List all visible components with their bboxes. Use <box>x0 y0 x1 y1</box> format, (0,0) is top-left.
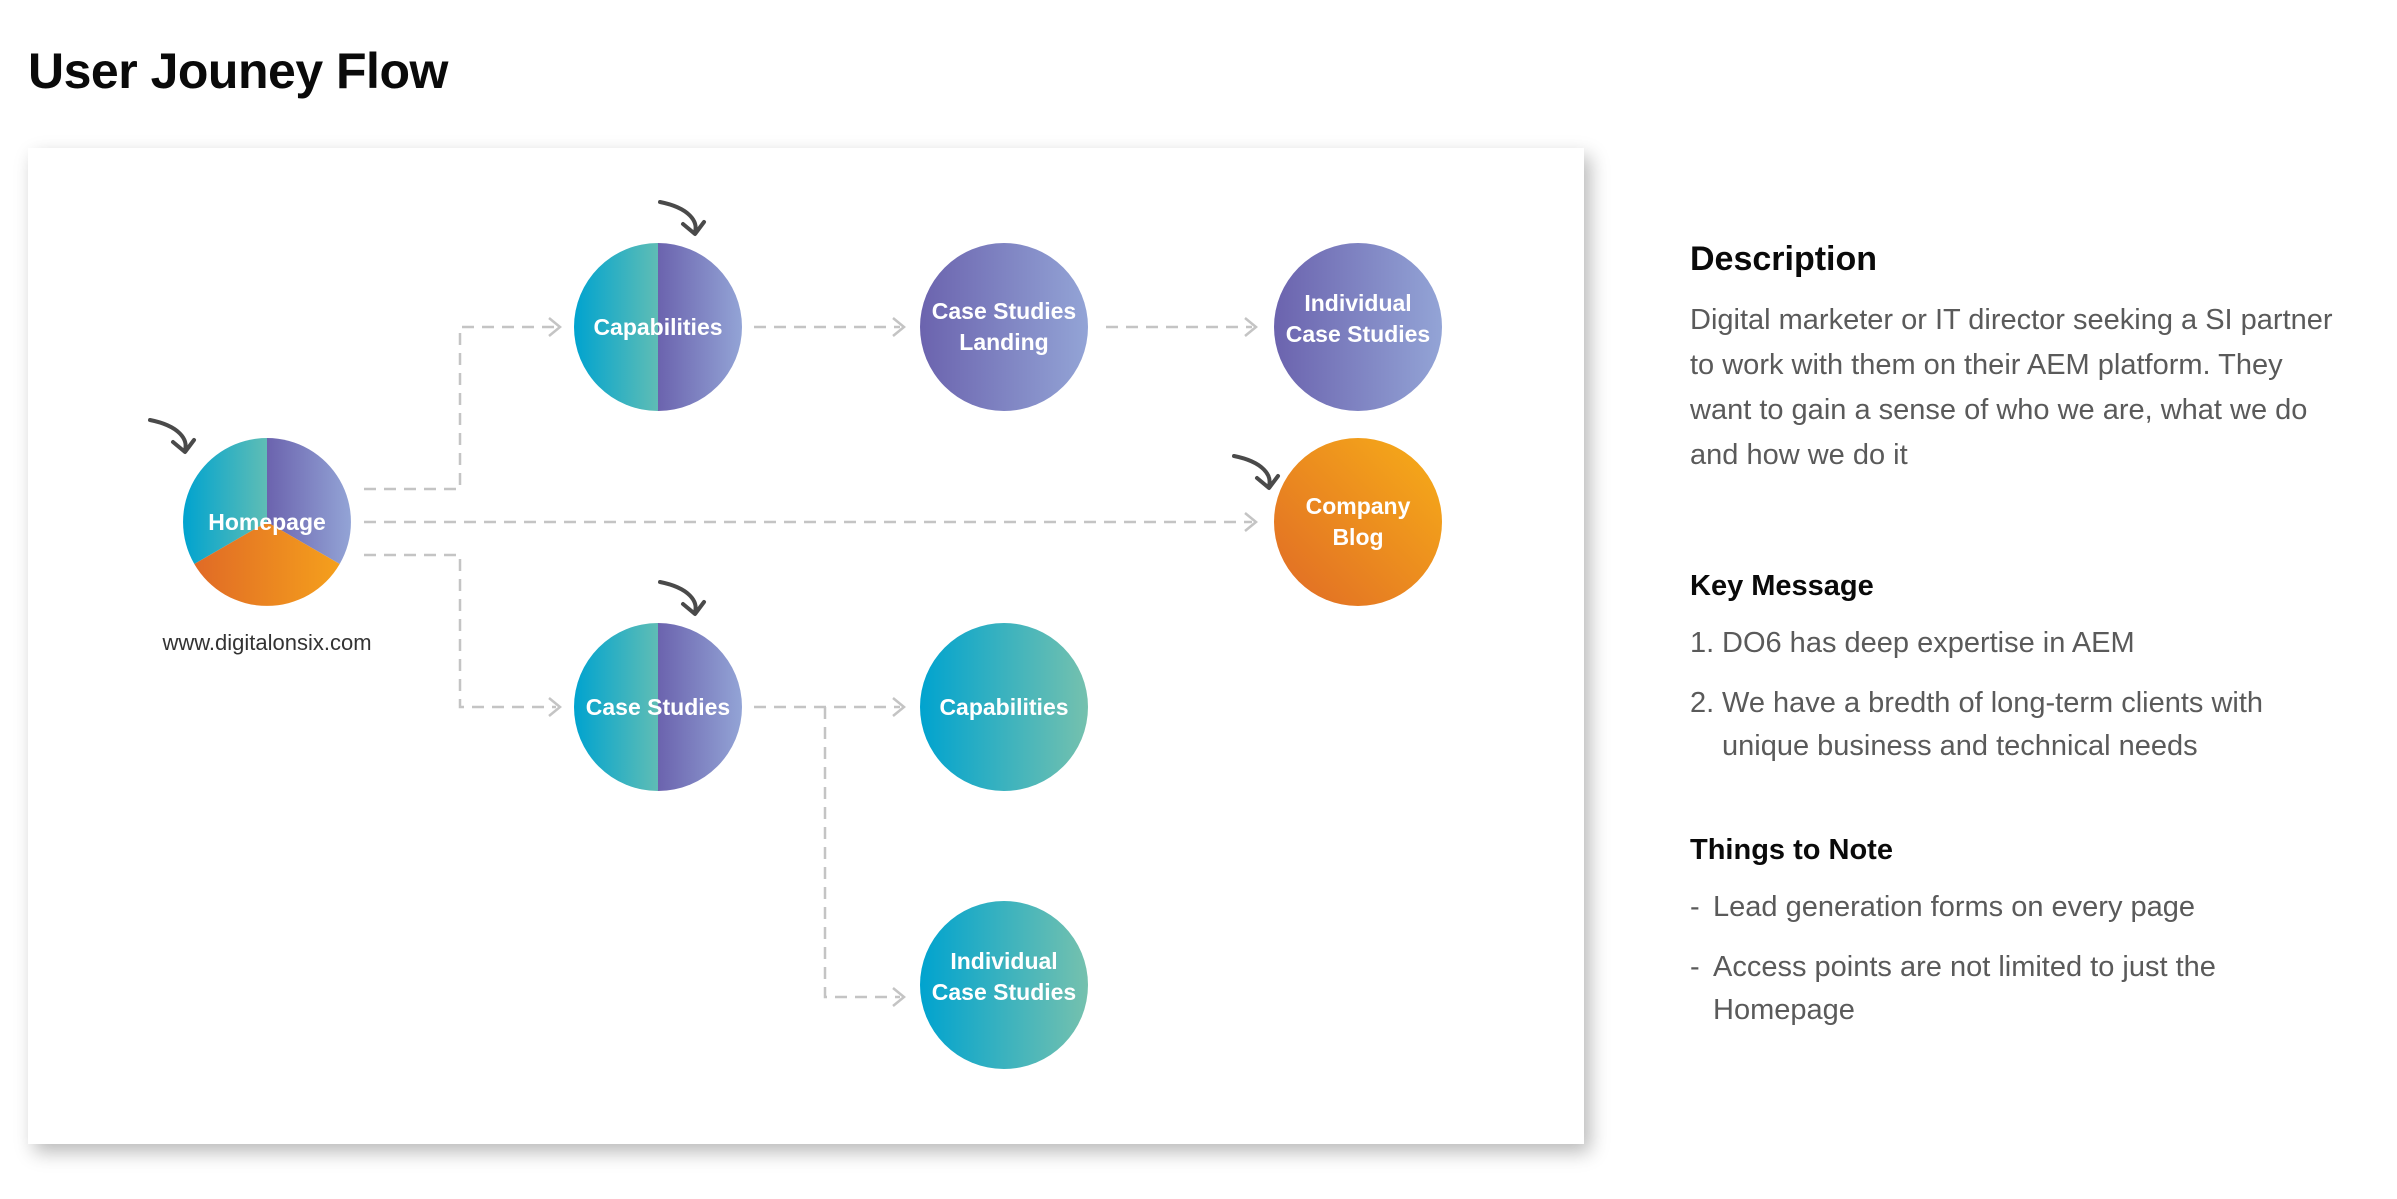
node-individual-case-studies-top-label: Case Studies <box>1286 321 1430 347</box>
node-individual-case-studies-bottom-circle <box>920 901 1088 1069</box>
homepage-site-url: www.digitalonsix.com <box>161 630 371 655</box>
list-item: - Access points are not limited to just … <box>1690 946 2350 1032</box>
node-individual-case-studies-top-label: Individual <box>1304 290 1411 316</box>
connectors <box>364 317 1258 1007</box>
description-text: Digital marketer or IT director seeking … <box>1690 304 2333 471</box>
node-capabilities-top[interactable]: Capabilities <box>574 243 742 411</box>
list-item-marker: - <box>1690 891 1700 923</box>
list-item-marker: 1. <box>1690 627 1715 659</box>
connector-arrowhead <box>1244 317 1258 337</box>
connector-arrowhead <box>892 317 906 337</box>
list-item-text: Lead generation forms on every page <box>1713 891 2196 923</box>
connector-arrowhead <box>548 697 562 717</box>
cursor-arrows <box>148 200 1280 616</box>
cursor-arrow-icon <box>658 200 706 236</box>
node-homepage-label: Homepage <box>208 509 326 535</box>
list-item-text: Access points are not limited to just th… <box>1713 951 2216 1026</box>
list-item-text: DO6 has deep expertise in AEM <box>1722 627 2135 659</box>
node-individual-case-studies-bottom-label: Case Studies <box>932 979 1076 1005</box>
things-to-note-list: - Lead generation forms on every page - … <box>1690 886 2350 1049</box>
node-individual-case-studies-bottom-label: Individual <box>950 948 1057 974</box>
cursor-arrow-icon <box>148 418 196 454</box>
homepage-segment-orange <box>194 522 340 606</box>
node-individual-case-studies-top-circle <box>1274 243 1442 411</box>
homepage-segment-purple <box>267 438 351 564</box>
connector-arrowhead <box>892 987 906 1007</box>
things-to-note-heading: Things to Note <box>1690 834 1893 866</box>
node-capabilities-bottom-circle <box>920 623 1088 791</box>
node-homepage[interactable]: Homepage <box>183 438 351 606</box>
node-case-studies-landing[interactable]: Case Studies Landing <box>920 243 1088 411</box>
node-company-blog[interactable]: Company Blog <box>1274 438 1442 606</box>
node-capabilities-top-label: Capabilities <box>593 314 722 340</box>
node-case-studies-landing-label: Landing <box>959 329 1048 355</box>
node-company-blog-label: Blog <box>1332 524 1383 550</box>
node-capabilities-bottom-label: Capabilities <box>939 694 1068 720</box>
node-case-studies[interactable]: Case Studies <box>574 623 742 791</box>
connector-arrowhead <box>1244 512 1258 532</box>
node-company-blog-label: Company <box>1306 493 1411 519</box>
node-individual-case-studies-bottom[interactable]: Individual Case Studies <box>920 901 1088 1069</box>
connector-homepage-case-studies <box>364 553 556 709</box>
node-case-studies-landing-label: Case Studies <box>932 298 1076 324</box>
list-item: - Lead generation forms on every page <box>1690 886 2350 929</box>
connector-arrowhead <box>892 697 906 717</box>
description-heading: Description <box>1690 240 1878 278</box>
node-case-studies-label: Case Studies <box>586 694 730 720</box>
node-company-blog-circle <box>1274 438 1442 606</box>
list-item-text: We have a bredth of long-term clients wi… <box>1722 687 2264 762</box>
connector-arrowhead <box>548 317 562 337</box>
node-capabilities-top-circle <box>574 243 742 411</box>
key-message-heading: Key Message <box>1690 570 1874 602</box>
key-message-list: 1. DO6 has deep expertise in AEM 2. We h… <box>1690 622 2350 785</box>
homepage-segment-teal <box>183 438 267 564</box>
connector-case-studies-individual-case-studies <box>823 707 900 999</box>
cursor-arrow-icon <box>658 580 706 616</box>
list-item: 2. We have a bredth of long-term clients… <box>1690 682 2350 768</box>
flow-diagram: Homepage www.digitalonsix.com Capabiliti… <box>148 200 1442 1069</box>
list-item: 1. DO6 has deep expertise in AEM <box>1690 622 2350 665</box>
node-case-studies-circle <box>574 623 742 791</box>
node-individual-case-studies-top[interactable]: Individual Case Studies <box>1274 243 1442 411</box>
node-case-studies-landing-circle <box>920 243 1088 411</box>
page-title: User Jouney Flow <box>28 43 448 99</box>
flow-diagram-canvas: Homepage www.digitalonsix.com Capabiliti… <box>28 148 1584 1144</box>
list-item-marker: - <box>1690 951 1700 983</box>
connector-homepage-capabilities <box>364 325 556 491</box>
list-item-marker: 2. <box>1690 687 1715 719</box>
cursor-arrow-icon <box>1232 454 1280 490</box>
node-capabilities-bottom[interactable]: Capabilities <box>920 623 1088 791</box>
